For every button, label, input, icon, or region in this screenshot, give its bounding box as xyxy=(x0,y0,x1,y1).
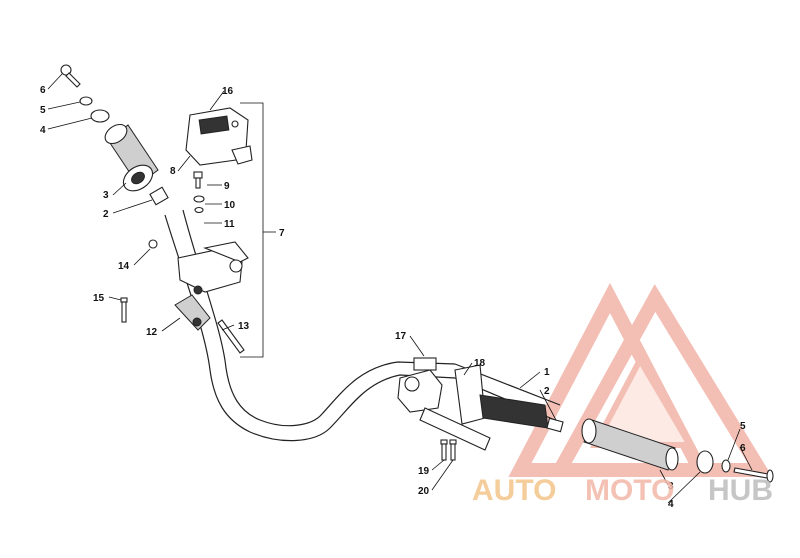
leader-lines xyxy=(47,73,753,504)
left-end-cap xyxy=(90,109,110,123)
right-end-cap xyxy=(696,450,714,474)
callout-16: 16 xyxy=(222,86,234,97)
callout-3-right: 3 xyxy=(668,481,674,492)
reservoir-label xyxy=(413,357,437,371)
watermark-word-auto: AUTO xyxy=(472,474,556,507)
right-washer xyxy=(721,459,731,473)
switch-housing xyxy=(185,107,253,166)
callout-2-right: 2 xyxy=(544,386,550,397)
callout-labels: 6 5 4 3 2 8 16 9 10 11 7 14 15 12 13 17 … xyxy=(40,85,746,510)
right-grip xyxy=(581,418,679,471)
callout-17: 17 xyxy=(395,331,407,342)
left-washer xyxy=(79,96,93,106)
lever-12 xyxy=(174,294,211,331)
right-grip-insert xyxy=(546,417,564,433)
left-end-screw xyxy=(60,64,81,88)
bolt-19 xyxy=(440,439,448,461)
screw-13 xyxy=(217,319,245,354)
callout-10: 10 xyxy=(224,200,236,211)
right-end-screw xyxy=(733,467,774,483)
callout-14: 14 xyxy=(118,261,130,272)
callout-18: 18 xyxy=(474,358,486,369)
callout-13: 13 xyxy=(238,321,250,332)
callout-6-left: 6 xyxy=(40,85,46,96)
callout-1: 1 xyxy=(544,367,550,378)
callout-12: 12 xyxy=(146,327,158,338)
right-grip-sleeve xyxy=(479,394,549,429)
nut-14 xyxy=(148,239,158,249)
callout-4-left: 4 xyxy=(40,125,46,136)
callout-5-left: 5 xyxy=(40,105,46,116)
callout-11: 11 xyxy=(224,219,235,230)
bolt-20 xyxy=(449,439,457,461)
bolt-15 xyxy=(120,297,128,323)
callout-4-right: 4 xyxy=(668,499,674,510)
callout-3-left: 3 xyxy=(103,190,109,201)
callout-7: 7 xyxy=(279,228,285,239)
housing-screw xyxy=(193,171,203,189)
callout-2-left: 2 xyxy=(103,209,109,220)
callout-5-right: 5 xyxy=(740,421,746,432)
callout-9: 9 xyxy=(224,181,230,192)
callout-6-right: 6 xyxy=(740,443,746,454)
callout-19: 19 xyxy=(418,466,430,477)
watermark-word-moto: MOTO xyxy=(585,474,674,507)
callout-8: 8 xyxy=(170,166,176,177)
watermark-wordmark: AUTO MOTO HUB xyxy=(472,474,773,507)
washer-10 xyxy=(193,195,205,203)
throttle-bracket xyxy=(177,241,249,295)
left-grip xyxy=(104,123,159,192)
watermark-word-hub: HUB xyxy=(708,474,773,507)
washer-11 xyxy=(194,206,204,214)
group-bracket-7 xyxy=(240,102,264,358)
left-grip-insert xyxy=(149,186,169,206)
callout-20: 20 xyxy=(418,486,430,497)
brake-master-cylinder xyxy=(397,357,491,451)
callout-15: 15 xyxy=(93,293,105,304)
